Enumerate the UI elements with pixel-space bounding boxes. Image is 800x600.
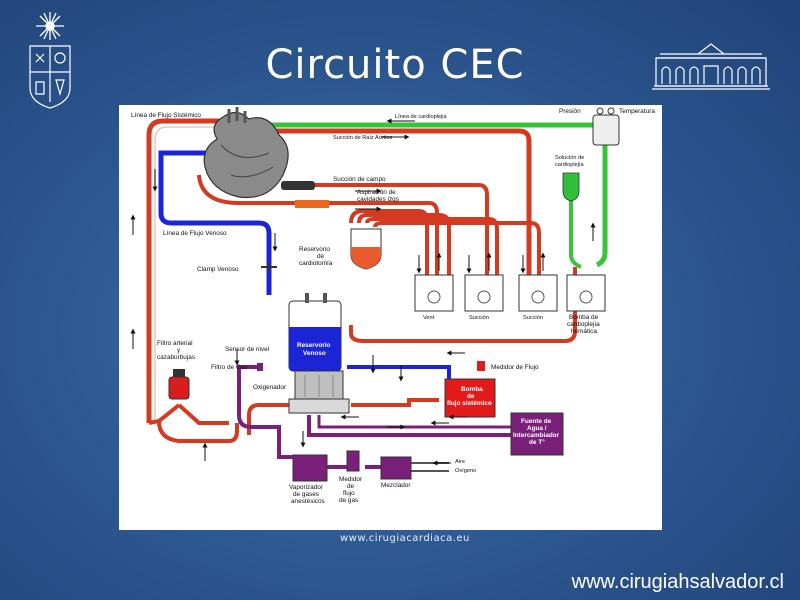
shield-icon [29,45,71,109]
cardioplegia-solution-line [569,201,582,269]
label-arterial-filter-2: y [177,347,181,354]
cardiotomy-reservoir [350,228,382,270]
label-cardioplegia-pump-3: hemática [571,328,597,335]
blood-cardioplegia-pump [566,274,606,312]
water-source-heat-exchanger [510,412,564,456]
label-level-sensor: Sensor de nivel [225,346,269,353]
flow-meter [477,361,485,371]
sun-rays-icon [36,12,64,40]
label-systemic-flow-line: Línea de Flujo Sistémico [131,112,201,119]
label-cardioplegia-pump-1: Bomba de [569,314,599,321]
label-venous-flow-line: Línea de Flujo Venoso [163,230,227,237]
label-flow-meter: Medidor de Flujo [491,364,539,371]
slide-title: Circuito CEC [265,42,525,88]
label-venous-clamp: Clamp Venoso [197,266,239,273]
label-vaporizer-2: de gases [293,491,319,498]
label-pressure: Presión [559,108,581,115]
systemic-flow-line [146,118,219,423]
label-aortic-root-suction: Succión de Raíz Aórtica [333,135,393,141]
label-aspiration-2: cavidades izqs [357,196,399,203]
cardioplegia-heat-exchanger [592,107,620,146]
label-oxygenator: Oxigenador [253,384,287,391]
label-cardiotomy-reservoir-1: Reservorio [299,246,330,253]
label-arterial-filter-3: cazaburbujas [157,354,195,361]
label-temperature: Temperatura [619,108,655,115]
label-water-source-2: Agua / [527,425,547,432]
label-water-source-1: Fuente de [521,418,552,425]
label-water-source-3: Intercambiador [513,432,560,439]
cardioplegia-solution-bag [562,172,580,202]
label-gas-meter-4: de gas [339,497,358,504]
suction-pump-2 [518,274,558,312]
label-cardiotomy-reservoir-3: cardiotomía [299,260,333,267]
anesthetic-vaporizer [292,454,328,482]
footer-website: www.cirugiahsalvador.cl [571,571,784,593]
label-systemic-pump-2: de [467,393,475,400]
label-cardiotomy-reservoir-2: de [317,253,325,260]
label-suction-2: Succión [523,315,543,321]
label-air: Aire [455,459,465,465]
cardioplegia-line [257,122,608,268]
suction-pump-1 [464,274,504,312]
gas-flow-meter [346,450,360,472]
label-cardioplegia-line: Línea de cardioplejia [395,114,448,120]
arterial-filter-bubble-trap [168,369,190,400]
label-gas-filter: Filtro de Gas [211,364,248,371]
venous-clamp [261,263,277,271]
label-aspiration-1: Aspiración de [357,189,396,196]
heart-icon [203,107,289,199]
label-vaporizer-3: anestésicos [291,498,325,505]
label-cardioplegia-solution-1: Solución de [555,155,584,161]
venous-flow-line [158,150,272,295]
label-arterial-filter-1: Filtro arterial [157,340,193,347]
label-gas-meter-1: Medidor [339,476,363,483]
label-vaporizer-1: Vaporizador [289,484,324,491]
label-systemic-pump-1: Bomba [461,386,483,393]
label-venous-reservoir-1: Reservorio [297,342,330,349]
gas-blender [380,456,412,480]
label-water-source-4: de T° [529,438,545,446]
label-systemic-pump-3: flujo sistémico [447,400,492,407]
label-gas-meter-2: de [347,483,355,490]
systemic-flow-pump [444,378,496,418]
label-gas-meter-3: flujo [343,490,355,497]
cpb-circuit-diagram: Línea de Flujo Sistémico Línea de cardio… [119,105,662,530]
aspiration-handpiece [295,200,329,208]
university-crest-logo [29,12,71,109]
gas-filter [257,363,263,371]
aortic-root-suction-line [255,128,532,295]
field-suction-handpiece [281,181,315,190]
oxygenator [288,370,350,414]
label-venous-reservoir-2: Venoso [303,350,326,357]
hospital-building-logo [652,43,770,90]
label-cardioplegia-solution-2: cardioplejía [555,162,584,168]
label-suction-1: Succión [469,315,489,321]
vent-pump [414,274,454,312]
label-blender: Mezclador [381,482,411,489]
venous-reservoir [288,293,342,372]
label-field-suction: Succión de campo [333,176,386,183]
image-credit: www.cirugiacardiaca.eu [340,533,470,544]
label-cardioplegia-pump-2: cardioplejía [567,321,600,328]
label-vent: Vent [423,315,435,321]
label-oxygen: Oxígeno [455,468,476,474]
